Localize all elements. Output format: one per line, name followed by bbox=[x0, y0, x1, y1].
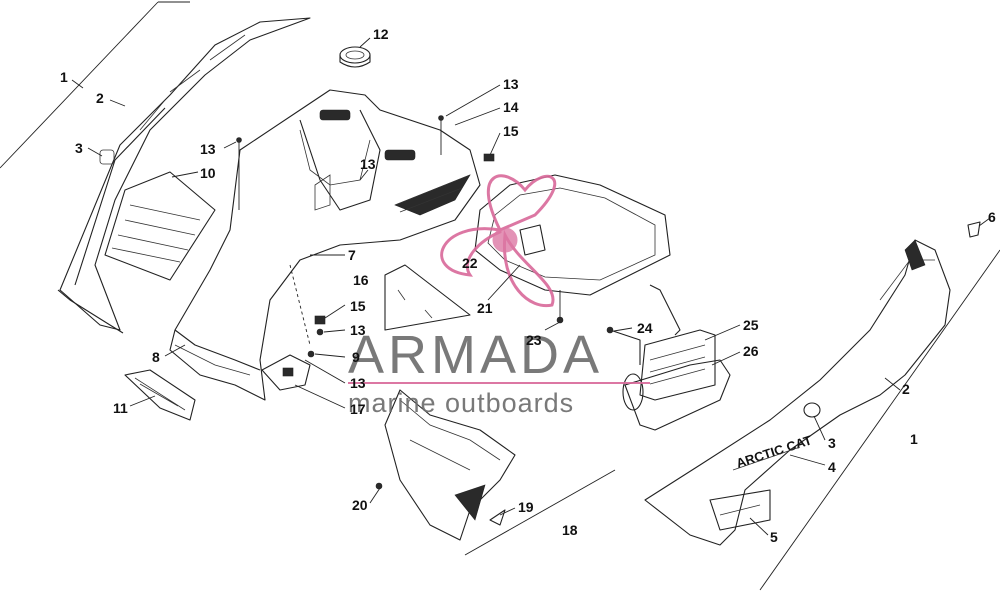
callout-4: 4 bbox=[828, 459, 836, 475]
grommet bbox=[339, 46, 371, 68]
callout-20: 20 bbox=[352, 497, 368, 513]
mount-bracket bbox=[261, 354, 311, 391]
filter-housing bbox=[622, 359, 731, 431]
callout-25: 25 bbox=[743, 317, 759, 333]
callout-13-e: 13 bbox=[350, 375, 366, 391]
watermark-brand: ARMADA bbox=[348, 325, 603, 385]
callout-1-right: 1 bbox=[910, 431, 918, 447]
callout-22: 22 bbox=[462, 255, 478, 271]
callout-12: 12 bbox=[373, 26, 389, 42]
callout-14: 14 bbox=[503, 99, 519, 115]
left-emblem bbox=[99, 149, 115, 165]
left-side-panel bbox=[0, 1, 311, 334]
callout-3-left: 3 bbox=[75, 140, 83, 156]
air-filter bbox=[639, 329, 716, 401]
callout-15-b: 15 bbox=[350, 298, 366, 314]
callout-2-left: 2 bbox=[96, 90, 104, 106]
callout-11: 11 bbox=[113, 400, 128, 416]
callout-17: 17 bbox=[350, 401, 366, 417]
fasteners bbox=[236, 115, 495, 358]
callout-23: 23 bbox=[526, 332, 542, 348]
callout-13-a: 13 bbox=[200, 141, 216, 157]
callout-5: 5 bbox=[770, 529, 778, 545]
leader-lines bbox=[71, 37, 991, 536]
callout-2-right: 2 bbox=[902, 381, 910, 397]
armada-logo-icon bbox=[440, 174, 557, 308]
nose-decal bbox=[124, 369, 196, 421]
callout-10: 10 bbox=[200, 165, 216, 181]
callout-18: 18 bbox=[562, 522, 578, 538]
callout-9: 9 bbox=[352, 349, 360, 365]
support-rod bbox=[606, 284, 681, 365]
callout-8: 8 bbox=[152, 349, 160, 365]
right-emblem bbox=[803, 402, 821, 418]
callout-3-right: 3 bbox=[828, 435, 836, 451]
callout-19: 19 bbox=[518, 499, 534, 515]
watermark-tagline: marine outboards bbox=[348, 388, 574, 418]
callouts: 1 2 3 13 10 12 13 14 15 13 7 16 15 13 9 … bbox=[60, 26, 996, 545]
callout-1-left: 1 bbox=[60, 69, 68, 85]
callout-13-d: 13 bbox=[350, 322, 366, 338]
callout-15-a: 15 bbox=[503, 123, 519, 139]
callout-7: 7 bbox=[348, 247, 356, 263]
lower-front-panel bbox=[375, 389, 616, 556]
callout-21: 21 bbox=[477, 300, 493, 316]
callout-16: 16 bbox=[353, 272, 369, 288]
vent-grille bbox=[104, 171, 216, 281]
callout-13-b: 13 bbox=[503, 76, 519, 92]
callout-6: 6 bbox=[988, 209, 996, 225]
windscreen-panel bbox=[384, 264, 471, 331]
armada-watermark: ARMADA marine outboards bbox=[348, 174, 650, 418]
callout-13-c: 13 bbox=[360, 156, 376, 172]
hood-assembly bbox=[169, 89, 481, 401]
right-side-panel: ARCTIC CAT bbox=[644, 221, 1000, 591]
callout-24: 24 bbox=[637, 320, 653, 336]
callout-26: 26 bbox=[743, 343, 759, 359]
